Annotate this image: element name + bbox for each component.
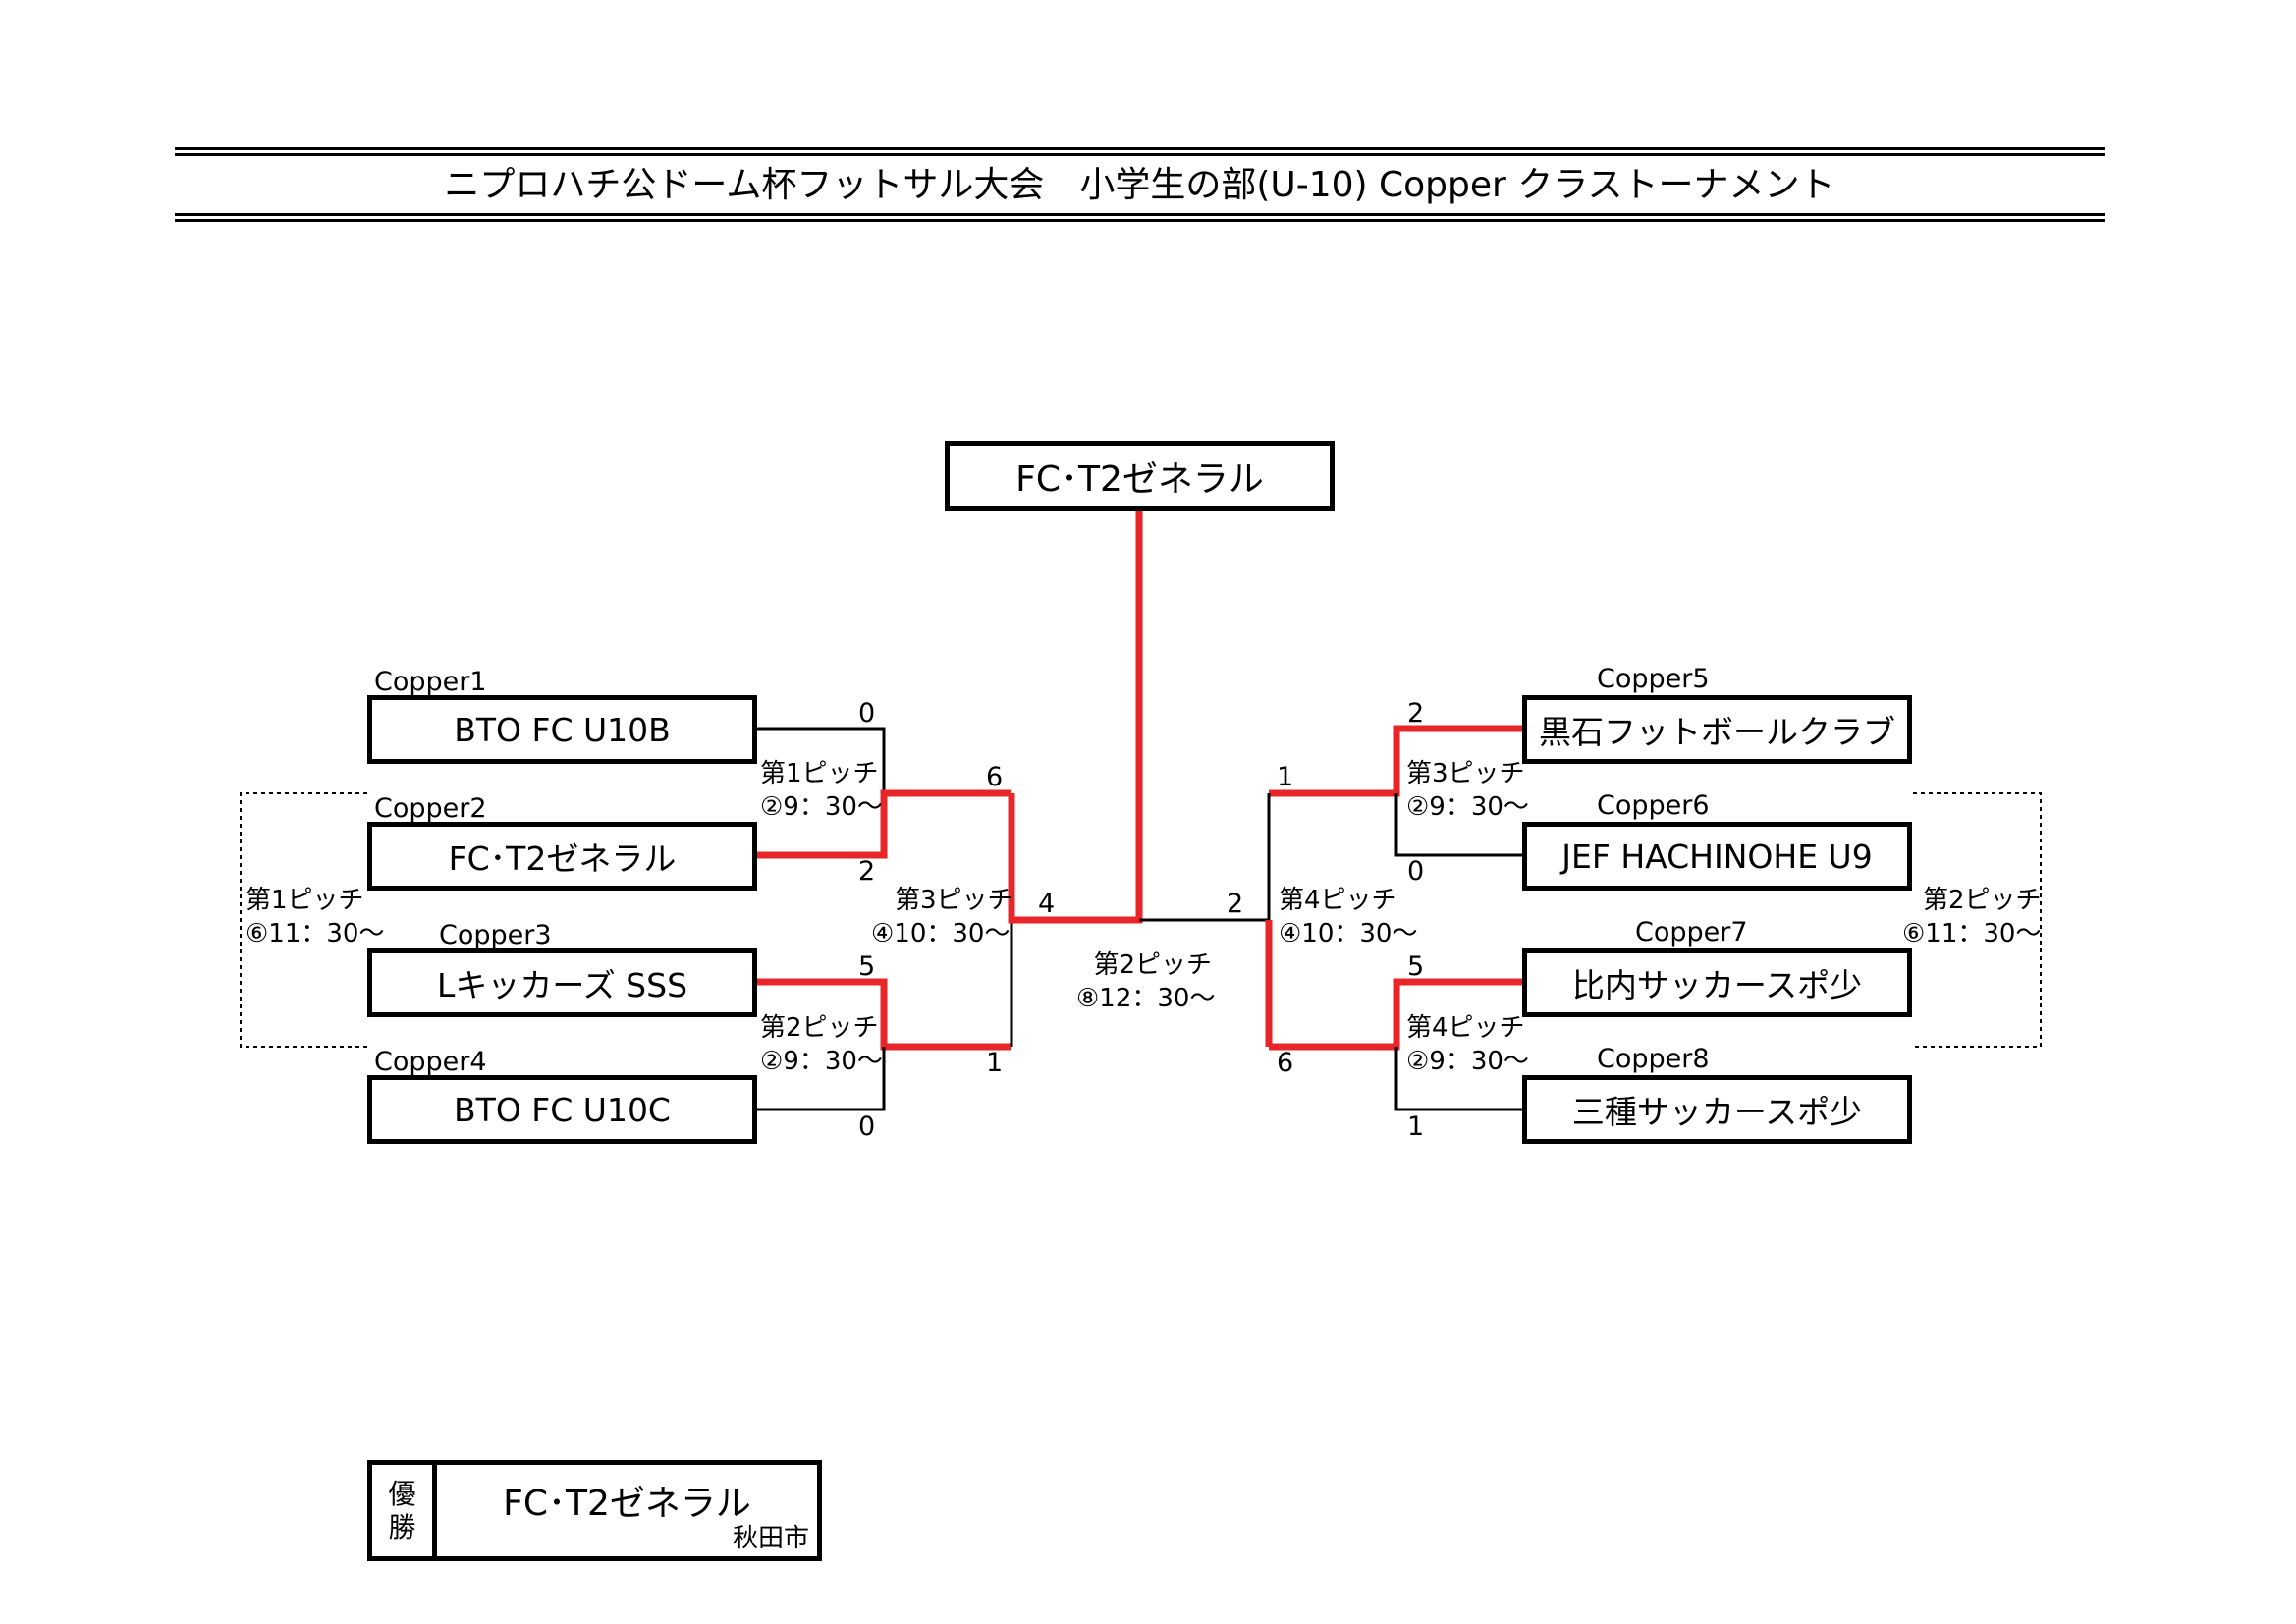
pitch-m3-name: 第3ピッチ: [895, 886, 1013, 915]
champion-box: 優 勝 FC･T2ゼネラル 秋田市: [367, 1460, 822, 1561]
pitch-m6: 第4ピッチ ④10：30～: [1279, 884, 1417, 950]
pitch-m2-name: 第2ピッチ: [760, 1013, 879, 1043]
line-c6: [1394, 793, 1522, 857]
winner-top-box: FC･T2ゼネラル: [945, 441, 1335, 511]
champion-label-2: 勝: [388, 1510, 416, 1543]
pitch-m4: 第3ピッチ ②9：30～: [1406, 757, 1529, 824]
score-m6-a: 1: [1277, 762, 1294, 792]
champion-name: FC･T2ゼネラル: [503, 1484, 751, 1524]
seed-label-c7: Copper7: [1635, 917, 1748, 947]
pitch-cons-right-time: ⑥11：30～: [1902, 919, 2042, 948]
score-m3-b: 1: [986, 1048, 1004, 1078]
team-box-c2: FC･T2ゼネラル: [367, 822, 757, 891]
score-final-right: 2: [1227, 889, 1244, 919]
title-rule-bottom: [175, 213, 2105, 222]
team-box-c3: Lキッカーズ SSS: [367, 948, 757, 1017]
pitch-m1-time: ②9：30～: [760, 792, 883, 822]
score-m3-a: 6: [986, 762, 1004, 792]
team-box-c4: BTO FC U10C: [367, 1075, 757, 1144]
team-name-c5: 黒石フットボールクラブ: [1539, 713, 1895, 751]
team-name-c7: 比内サッカースポ少: [1571, 966, 1863, 1004]
team-name-c6: JEF HACHINOHE U9: [1561, 837, 1873, 876]
line-c3-win: [754, 978, 1011, 1051]
winner-top-name: FC･T2ゼネラル: [1015, 459, 1264, 500]
team-name-c1: BTO FC U10B: [454, 710, 671, 749]
line-c7-win: [1269, 978, 1522, 1051]
pitch-m4-time: ②9：30～: [1406, 792, 1529, 822]
consolation-bracket-left: [240, 792, 367, 1048]
pitch-cons-left-name: 第1ピッチ: [246, 886, 364, 915]
score-m5-b: 1: [1407, 1111, 1425, 1142]
pitch-m1: 第1ピッチ ②9：30～: [760, 757, 883, 824]
champion-city: 秋田市: [732, 1524, 809, 1553]
pitch-final-name: 第2ピッチ: [1093, 950, 1213, 980]
pitch-m3: 第3ピッチ ④10：30～: [871, 884, 1013, 950]
score-final-left: 4: [1038, 889, 1056, 919]
page-title: ニプロハチ公ドーム杯フットサル大会 小学生の部(U-10) Copper クラス…: [444, 165, 1835, 205]
champion-label: 優 勝: [372, 1465, 437, 1556]
seed-label-c1: Copper1: [374, 667, 487, 697]
pitch-m5-time: ②9：30～: [1406, 1047, 1529, 1076]
pitch-consolation-right: 第2ピッチ ⑥11：30～: [1902, 884, 2041, 950]
team-box-c8: 三種サッカースポ少: [1522, 1075, 1912, 1144]
score-m1-b: 2: [858, 856, 876, 887]
line-c2-win: [754, 789, 1011, 859]
pitch-consolation-left: 第1ピッチ ⑥11：30～: [246, 884, 384, 950]
pitch-m6-name: 第4ピッチ: [1279, 886, 1397, 915]
pitch-m5: 第4ピッチ ②9：30～: [1406, 1011, 1529, 1078]
score-m2-b: 0: [858, 1111, 876, 1142]
pitch-final: 第2ピッチ ⑧12：30～: [1076, 948, 1215, 1015]
pitch-cons-left-time: ⑥11：30～: [246, 919, 385, 948]
team-box-c5: 黒石フットボールクラブ: [1522, 695, 1912, 764]
seed-label-c4: Copper4: [374, 1047, 487, 1077]
team-box-c1: BTO FC U10B: [367, 695, 757, 764]
seed-label-c2: Copper2: [374, 793, 487, 824]
team-box-c7: 比内サッカースポ少: [1522, 948, 1912, 1017]
score-m4-b: 0: [1407, 856, 1425, 887]
score-m6-b: 6: [1277, 1048, 1294, 1078]
pitch-m5-name: 第4ピッチ: [1406, 1013, 1525, 1043]
line-c5-win: [1269, 725, 1522, 797]
pitch-m4-name: 第3ピッチ: [1406, 759, 1525, 788]
score-m1-a: 0: [858, 698, 876, 729]
pitch-m2: 第2ピッチ ②9：30～: [760, 1011, 883, 1078]
consolation-bracket-right: [1913, 792, 2042, 1048]
score-m5-a: 5: [1407, 951, 1425, 982]
pitch-m1-name: 第1ピッチ: [760, 759, 879, 788]
team-box-c6: JEF HACHINOHE U9: [1522, 822, 1912, 891]
score-m4-a: 2: [1407, 698, 1425, 729]
line-semi-left-win: [1008, 508, 1143, 924]
champion-label-1: 優: [388, 1477, 416, 1510]
pitch-m6-time: ④10：30～: [1279, 919, 1418, 948]
seed-label-c8: Copper8: [1597, 1044, 1710, 1074]
pitch-m2-time: ②9：30～: [760, 1047, 883, 1076]
seed-label-c5: Copper5: [1597, 664, 1710, 694]
title-rule-top: [175, 147, 2105, 156]
seed-label-c6: Copper6: [1597, 790, 1710, 821]
pitch-m3-time: ④10：30～: [871, 919, 1011, 948]
seed-label-c3: Copper3: [439, 920, 552, 950]
team-name-c3: Lキッカーズ SSS: [436, 966, 688, 1004]
pitch-cons-right-name: 第2ピッチ: [1922, 886, 2042, 915]
pitch-final-time: ⑧12：30～: [1076, 984, 1216, 1013]
score-m2-a: 5: [858, 951, 876, 982]
line-semi-right: [1139, 793, 1271, 922]
team-name-c2: FC･T2ゼネラル: [448, 839, 677, 878]
line-c8: [1394, 1047, 1522, 1111]
line-c4: [754, 1047, 886, 1111]
title-banner: ニプロハチ公ドーム杯フットサル大会 小学生の部(U-10) Copper クラス…: [175, 147, 2105, 222]
team-name-c8: 三種サッカースポ少: [1571, 1093, 1863, 1131]
team-name-c4: BTO FC U10C: [454, 1090, 671, 1129]
